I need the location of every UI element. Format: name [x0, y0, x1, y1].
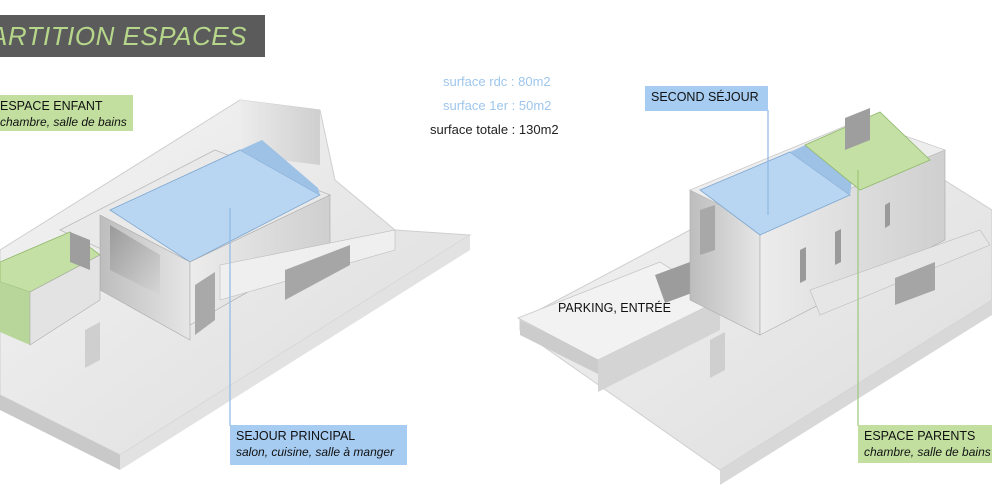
title-bar: [0, 15, 265, 57]
label-sejour-principal-subtitle: salon, cuisine, salle à manger: [236, 445, 395, 459]
label-parking-entree: PARKING, ENTRÉE: [558, 301, 671, 315]
surface-rdc: surface rdc : 80m2: [443, 74, 551, 89]
label-second-sejour-title: SECOND SÉJOUR: [651, 90, 759, 104]
label-espace-enfant: ESPACE ENFANT chambre, salle de bains: [0, 95, 133, 131]
surface-1er: surface 1er : 50m2: [443, 98, 552, 113]
model-etage: [517, 108, 992, 485]
model-rdc: [0, 99, 472, 470]
label-espace-enfant-subtitle: chambre, salle de bains: [0, 115, 127, 129]
label-second-sejour: SECOND SÉJOUR: [645, 86, 768, 111]
page-title: ARTITION ESPACES: [0, 21, 247, 51]
label-sejour-principal-title: SEJOUR PRINCIPAL: [236, 429, 356, 443]
label-sejour-principal: SEJOUR PRINCIPAL salon, cuisine, salle à…: [230, 425, 407, 465]
surface-totale: surface totale : 130m2: [430, 122, 559, 137]
label-espace-enfant-title: ESPACE ENFANT: [0, 99, 103, 113]
label-espace-parents-subtitle: chambre, salle de bains: [864, 445, 991, 459]
label-espace-parents-title: ESPACE PARENTS: [864, 429, 976, 443]
label-espace-parents: ESPACE PARENTS chambre, salle de bains: [858, 425, 992, 463]
